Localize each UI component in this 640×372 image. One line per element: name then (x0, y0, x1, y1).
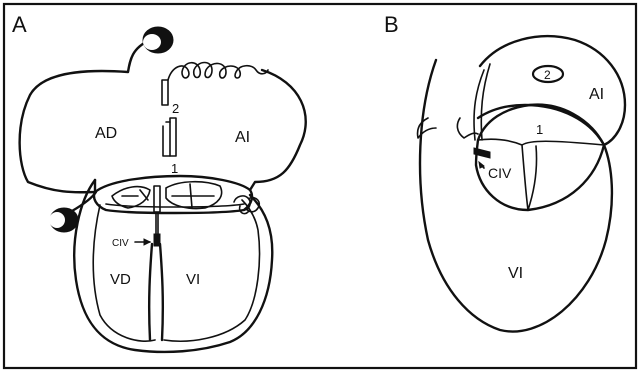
label-ai-b: AI (589, 86, 604, 103)
atria-outline (20, 40, 306, 192)
pulmonary-veins (168, 63, 268, 81)
label-civ-a: CIV (112, 238, 129, 249)
label-1-b: 1 (536, 122, 543, 137)
label-civ-b: CIV (488, 165, 512, 181)
panel-a-letter: A (12, 12, 27, 37)
label-vi-a: VI (186, 271, 200, 288)
left-ventricle-outer (420, 60, 612, 332)
septal-wall (474, 64, 490, 140)
aortic-cusp-left (417, 118, 436, 138)
label-vd: VD (110, 271, 131, 288)
mitral-valve (166, 182, 222, 209)
label-vi-b: VI (508, 265, 523, 282)
mitral-valve-ring (476, 105, 604, 210)
label-1-a: 1 (171, 161, 178, 176)
label-ad: AD (95, 125, 117, 142)
label-2-b: 2 (544, 68, 551, 82)
ventricles-outer (74, 180, 272, 352)
interventricular-septum (149, 244, 163, 340)
panel-b: B 2 AI 1 CIV VI (384, 12, 625, 332)
panel-a: A 2 1 AD AI (12, 12, 306, 352)
label-2-a: 2 (172, 101, 179, 116)
septum-primum-upper (162, 80, 168, 105)
label-ai-a: AI (235, 129, 250, 146)
panel-b-letter: B (384, 12, 399, 37)
septum-secundum (170, 118, 176, 156)
civ-defect-a (154, 234, 160, 246)
